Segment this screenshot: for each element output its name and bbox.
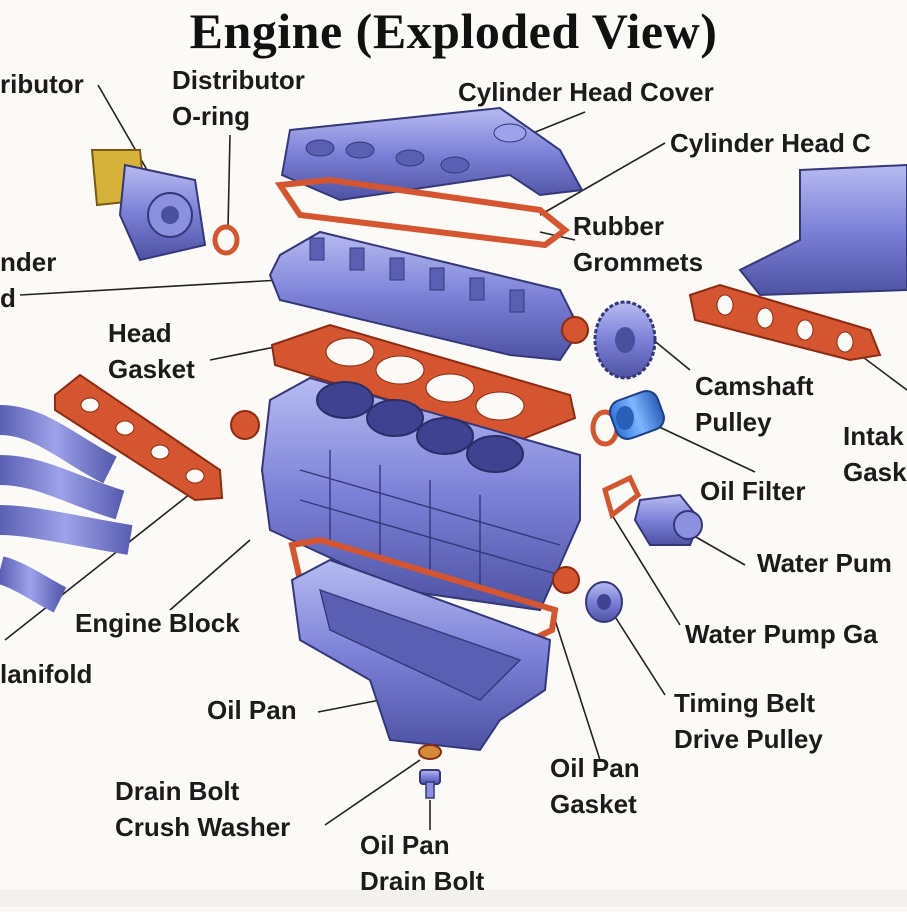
label-line: Rubber	[573, 211, 664, 241]
label-line: Oil Pan	[550, 753, 640, 783]
label-water-pump-gasket: Water Pump Ga	[685, 619, 878, 649]
cylinder-head-cover-part	[280, 106, 584, 202]
engine-block-part	[260, 376, 581, 612]
label-cylinder-head-cover: Cylinder Head Cover	[458, 77, 714, 107]
leader-lines	[4, 84, 907, 830]
label-line: Intak	[843, 421, 904, 451]
label-timing-belt-pulley: Timing Belt Drive Pulley	[674, 685, 823, 757]
label-line: Gasket	[550, 789, 637, 819]
water-pump-part	[633, 493, 703, 546]
label-camshaft-pulley: Camshaft Pulley	[695, 368, 813, 440]
exhaust-gasket-part	[54, 373, 224, 502]
label-oil-pan-drain-bolt: Oil Pan Drain Bolt	[360, 827, 484, 899]
label-line: Pulley	[695, 407, 772, 437]
label-cylinder-head: nder d	[0, 244, 56, 316]
label-line: Oil Pan	[360, 830, 450, 860]
drain-bolt-part	[419, 769, 441, 799]
label-line: Camshaft	[695, 371, 814, 401]
exhaust-manifold-part	[0, 405, 133, 613]
label-engine-block: Engine Block	[75, 608, 240, 638]
label-line: d	[0, 283, 16, 313]
label-exhaust-manifold: lanifold	[0, 659, 93, 689]
label-line: Crush Washer	[115, 812, 291, 842]
intake-manifold-part	[688, 163, 907, 362]
label-oil-pan-gasket: Oil Pan Gasket	[550, 750, 640, 822]
label-line: Drive Pulley	[674, 724, 823, 754]
label-line: nder	[0, 247, 57, 277]
water-pump-gasket-part	[602, 474, 642, 520]
label-crush-washer: Drain Bolt Crush Washer	[115, 773, 290, 845]
timing-belt-pulley-part	[585, 581, 623, 623]
cylinder-head-cover-gasket-part	[274, 176, 570, 249]
label-line: Drain Bolt	[115, 776, 240, 806]
label-line: Head	[108, 318, 172, 348]
label-water-pump: Water Pum	[757, 548, 892, 578]
label-line: Distributor	[172, 65, 305, 95]
bottom-strip	[0, 890, 907, 907]
label-oil-pan: Oil Pan	[207, 695, 297, 725]
crush-washer-part	[418, 744, 442, 760]
label-line: Gasket	[108, 354, 195, 384]
cam-seal-part	[230, 410, 260, 440]
label-distributor-oring: Distributor O-ring	[172, 62, 305, 134]
label-line: Gask	[843, 457, 907, 487]
oil-filter-part	[590, 390, 665, 447]
label-line: Grommets	[573, 247, 704, 277]
oil-pan-part	[290, 558, 552, 752]
camshaft-pulley-part	[593, 300, 657, 380]
page-title: Engine (Exploded View)	[189, 3, 718, 59]
label-head-gasket: Head Gasket	[108, 315, 195, 387]
label-rubber-grommets: Rubber Grommets	[573, 208, 703, 280]
head-gasket-part	[270, 323, 577, 442]
label-cylinder-head-cover-gasket: Cylinder Head C	[670, 128, 871, 158]
label-line: O-ring	[172, 101, 250, 131]
cylinder-head-part	[268, 230, 589, 362]
label-intake-gasket: Intak Gask	[843, 418, 907, 490]
label-distributor: ributor	[0, 69, 84, 99]
label-oil-filter: Oil Filter	[700, 476, 806, 506]
distributor-oring-part	[212, 224, 240, 256]
label-line: Timing Belt	[674, 688, 816, 718]
distributor-part	[90, 149, 207, 262]
